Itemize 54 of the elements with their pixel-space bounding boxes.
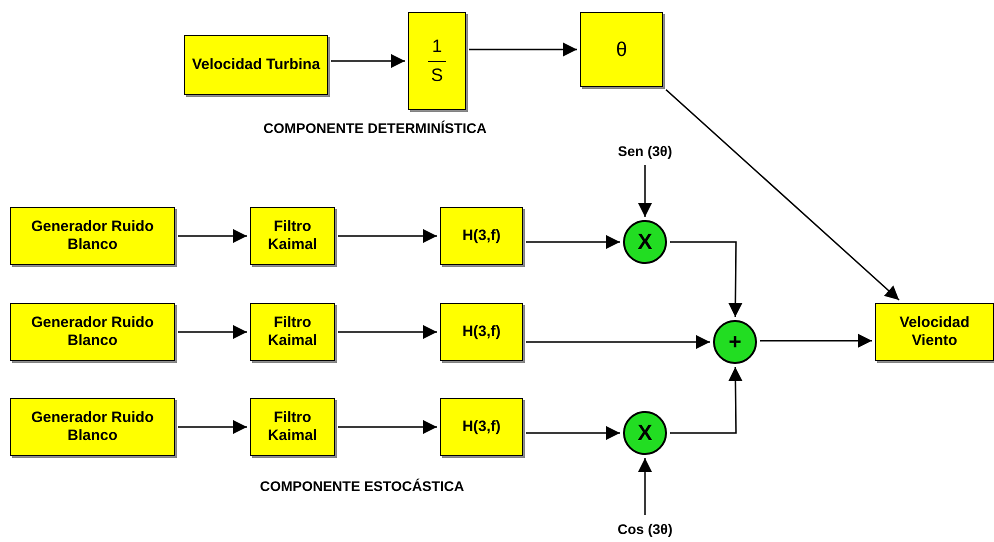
box-label: θ (616, 38, 628, 62)
box-label: Generador Ruido Blanco (30, 409, 155, 445)
signal-name: Sen (3θ) (618, 142, 672, 160)
box-label: Filtro Kaimal (266, 409, 318, 445)
process-box (10, 303, 175, 361)
arrow (178, 420, 247, 434)
arrow (178, 229, 247, 243)
denominator: S (430, 64, 443, 86)
box-label: Filtro Kaimal (266, 218, 318, 254)
process-box (10, 398, 175, 456)
box-label: Generador Ruido Blanco (30, 218, 155, 254)
box-label: Velocidad Viento (898, 314, 971, 350)
process-box (10, 207, 175, 265)
arrow (638, 458, 652, 515)
arrow (760, 334, 872, 348)
process-box (440, 398, 523, 456)
section-label: COMPONENTE DETERMINÍSTICA (263, 120, 487, 136)
arrow (469, 42, 577, 56)
process-box (440, 303, 523, 361)
process-box (250, 398, 335, 456)
operator-circle (623, 220, 667, 264)
arrow (338, 229, 437, 243)
arrow (670, 367, 742, 434)
operator-circle (623, 411, 667, 455)
arrow (526, 426, 620, 440)
arrow (331, 54, 405, 68)
operator-symbol: + (728, 328, 742, 356)
numerator: 1 (432, 36, 442, 58)
arrow (526, 235, 620, 249)
box-label: Filtro Kaimal (266, 314, 318, 350)
box-label: Generador Ruido Blanco (30, 314, 155, 350)
process-box (250, 303, 335, 361)
process-box (440, 207, 523, 265)
operator-circle (713, 320, 757, 364)
arrow (178, 325, 247, 339)
signal-name: Cos (3θ) (617, 520, 672, 538)
box-label: Velocidad Turbina (192, 56, 320, 74)
process-box (875, 303, 994, 361)
arrow (670, 241, 742, 317)
process-box (184, 35, 328, 95)
box-label: H(3,f) (462, 323, 501, 341)
process-box (250, 207, 335, 265)
arrow (338, 325, 437, 339)
arrow (526, 335, 710, 349)
operator-symbol: X (638, 420, 652, 446)
section-label: COMPONENTE ESTOCÁSTICA (260, 478, 464, 494)
arrow (666, 89, 900, 301)
transfer-function-box (408, 12, 466, 110)
arrow (638, 165, 652, 217)
process-box (580, 12, 663, 87)
arrow (338, 420, 437, 434)
box-label: H(3,f) (462, 227, 501, 245)
operator-symbol: X (638, 228, 652, 256)
box-label: H(3,f) (462, 418, 501, 436)
